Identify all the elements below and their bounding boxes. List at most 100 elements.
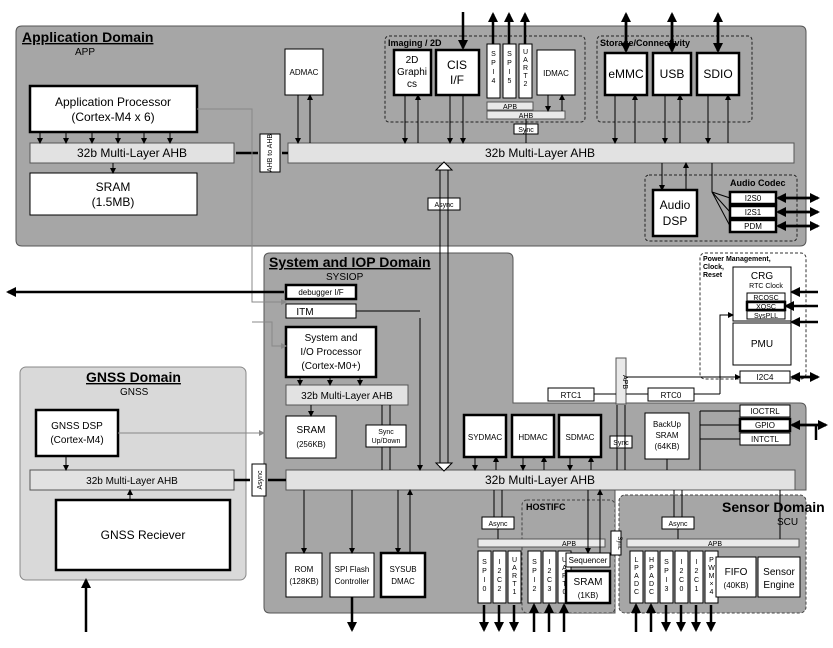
sensor-engine: [757, 556, 801, 598]
gnss-receiver: [54, 498, 232, 572]
ahb-to-ahb-bridge: [259, 133, 281, 173]
app-ahb-right-label: 32b Multi-Layer AHB: [485, 146, 595, 160]
gpio-label: GPIO: [755, 421, 775, 430]
gnss-async-label: Async: [257, 470, 264, 490]
gnss-ahb-label: 32b Multi-Layer AHB: [86, 476, 178, 487]
gnss-dsp: [34, 408, 120, 458]
system-io-processor: [284, 325, 378, 379]
audio-dsp: [651, 188, 699, 238]
audio-dsp-sub: DSP: [663, 214, 688, 228]
cis-if: [434, 48, 481, 97]
xosc-label: XOSC: [756, 304, 776, 311]
sydmac-label: SYDMAC: [468, 433, 502, 442]
power-apb: [615, 357, 627, 405]
sensor-apb: [626, 538, 800, 548]
imaging-ahb-label: AHB: [519, 113, 534, 120]
backup-sram: [644, 412, 690, 460]
application-processor: [28, 84, 199, 134]
imaging-apb: [486, 101, 534, 111]
rtc0-label: RTC0: [661, 391, 682, 400]
gnss-async-block: [251, 463, 267, 497]
sydmac: [462, 413, 508, 459]
app-sram-label: SRAM: [96, 180, 131, 194]
cis-label: CIS: [447, 58, 467, 72]
hdmac-label: HDMAC: [518, 433, 548, 442]
imaging-2d-group: [384, 35, 586, 123]
gnss-dsp-label: GNSS DSP(Cortex-M4): [50, 421, 103, 446]
sequencer-label: Sequencer: [569, 556, 608, 565]
sysiop-sync-block: [609, 435, 633, 449]
sysub-dmac: [379, 551, 427, 599]
usb-label: USB: [660, 67, 685, 81]
graphics-2d-label-3: cs: [407, 79, 417, 90]
app-async-label: Async: [434, 202, 454, 209]
sensor-apb-label: APB: [708, 541, 722, 548]
hostifc-sram-label: SRAM(1KB): [574, 577, 603, 600]
intctl-label: INTCTL: [751, 435, 780, 444]
sysiop-ahb: [285, 384, 409, 406]
i2s1-label: I2S1: [745, 208, 762, 217]
sysiop-sync-label: Sync: [613, 440, 629, 447]
idmac-label: IDMAC: [543, 69, 569, 78]
hdmac: [510, 413, 556, 459]
sync-updown-block: [365, 424, 407, 448]
main-ahb-label: 32b Multi-Layer AHB: [485, 473, 595, 487]
rtc-clock-label: RTC Clock: [749, 283, 783, 290]
sdio: [695, 51, 741, 97]
debugger-if: [284, 283, 358, 301]
admac-label: ADMAC: [290, 68, 319, 77]
gnss-domain-title: GNSS Domain: [86, 369, 181, 385]
sensor-domain-subtitle: SCU: [777, 517, 798, 528]
debugger-if-label: debugger I/F: [298, 288, 343, 297]
audio-dsp-label: Audio: [660, 198, 691, 212]
i2c0: [674, 550, 689, 604]
i2s0-label: I2S0: [745, 194, 762, 203]
spi-flash-controller: [329, 552, 375, 598]
app-ahb-left: [29, 142, 235, 164]
application-domain-title: Application Domain: [22, 29, 153, 45]
audio-codec-title: Audio Codec: [730, 178, 786, 188]
spi3: [659, 550, 674, 604]
i2c2: [492, 550, 507, 604]
graphics-2d: [392, 48, 433, 97]
syspll-label: SysPLL: [754, 313, 778, 320]
connections: [6, 12, 828, 632]
hostifc-sram: [564, 569, 612, 605]
emmc-label: eMMC: [608, 67, 644, 81]
sensor-async-label: Async: [668, 521, 688, 528]
sensor-domain-title: Sensor Domain: [722, 499, 825, 515]
app-async-block: [427, 197, 461, 211]
sysiop-sram: [285, 415, 337, 459]
audio-codec-group: [644, 174, 798, 242]
sdio-label: SDIO: [703, 67, 732, 81]
app-sram-sub: (1.5MB): [92, 195, 135, 209]
cis-if-label: I/F: [450, 73, 464, 87]
system-iop-domain-title: System and IOP Domain: [269, 254, 431, 270]
rom: [285, 552, 323, 598]
app-ahb-left-label: 32b Multi-Layer AHB: [77, 146, 187, 160]
application-processor-sub: (Cortex-M4 x 6): [71, 110, 154, 124]
idmac: [536, 49, 576, 96]
imaging-apb-label: APB: [503, 104, 517, 111]
fifo: [715, 556, 757, 598]
gnss-receiver-label: GNSS Reciever: [101, 528, 186, 542]
usb: [651, 51, 693, 97]
